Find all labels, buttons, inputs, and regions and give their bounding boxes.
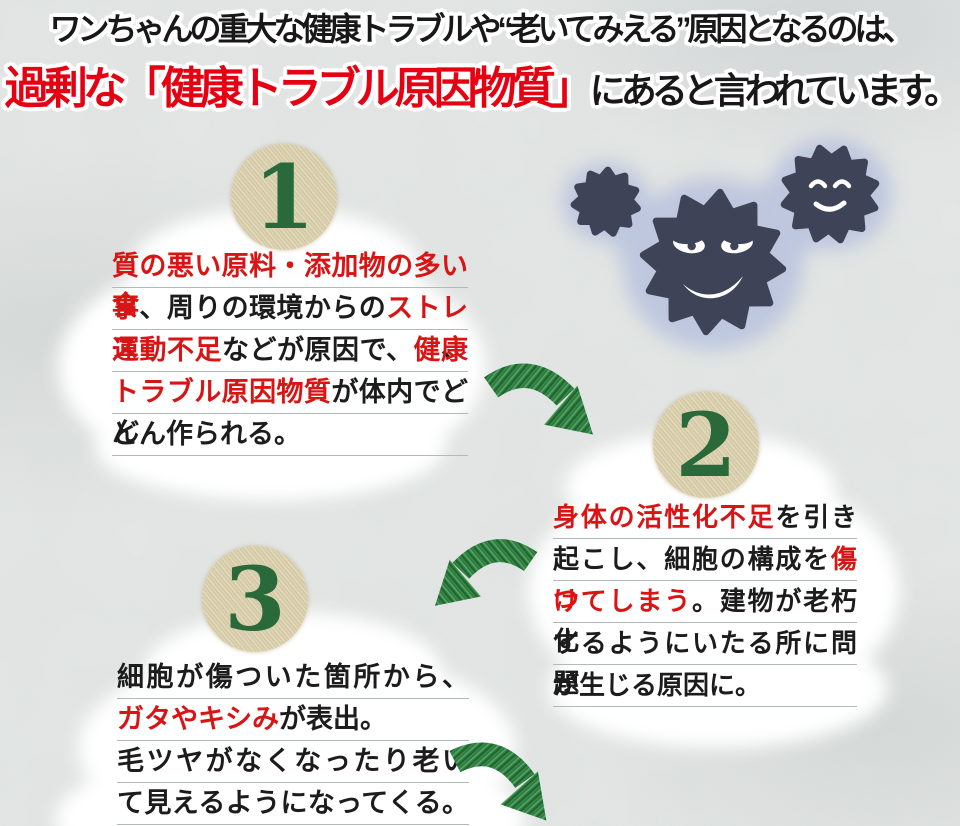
headline: ワンちゃんの重大な健康トラブルや“老いてみえる”原因となるのは、 過剰な「健康ト… [0, 0, 960, 116]
emphasis-text: 事 [112, 293, 140, 323]
body-text: が表出。 [279, 704, 387, 734]
step-text-line: 身体の活性化不足を引き [553, 497, 857, 539]
step-text-line: 運動不足などが原因で、健康 [112, 330, 468, 372]
body-text: が生じる原因に。 [553, 670, 762, 700]
step-text-line: が生じる原因に。 [553, 665, 857, 707]
headline-line2-emphasis: 過剰な「健康トラブル原因物質」 [4, 64, 595, 113]
emphasis-text: けてしまう [553, 586, 692, 616]
curved-arrow-down-right-bottom-icon [449, 742, 547, 821]
step-3-number-badge: 3 [202, 546, 308, 652]
step-1-number: 1 [253, 145, 315, 249]
step-text-line: て見えるようになってくる。 [117, 783, 469, 825]
curved-arrow-down-left-icon [435, 539, 538, 606]
step-text-line: 質の悪い原料・添加物の多い食 [112, 246, 468, 321]
body-text: 、周りの環境からの [139, 293, 387, 323]
headline-line2-rest: にあると言われています。 [589, 70, 960, 111]
step-3-text: 細胞が傷ついた箇所から、ガタやキシみが表出。毛ツヤがなくなったり老いて見えるよう… [117, 657, 469, 825]
germ-characters-illustration [562, 138, 892, 350]
step-text-line: トラブル原因物質が体内でどん [112, 372, 468, 447]
step-text-line: するようにいたる所に問題 [553, 623, 857, 698]
headline-line1: ワンちゃんの重大な健康トラブルや“老いてみえる”原因となるのは、 [49, 11, 914, 47]
step-1-text: 質の悪い原料・添加物の多い食事、周りの環境からのストレス、運動不足などが原因で、… [112, 246, 468, 456]
body-text: を引き [775, 502, 857, 532]
body-text: などが原因で、 [222, 335, 414, 365]
step-text-line: 細胞が傷ついた箇所から、 [117, 657, 469, 699]
step-3-number: 3 [224, 547, 286, 651]
step-2-text: 身体の活性化不足を引き起こし、細胞の構成を傷つけてしまう。建物が老朽化するように… [553, 497, 857, 707]
step-2-number-badge: 2 [653, 392, 759, 498]
emphasis-text: トラブル原因物質 [112, 377, 332, 407]
emphasis-text: 身体の活性化不足 [553, 502, 776, 532]
emphasis-text: 健康 [413, 335, 469, 365]
step-1-number-badge: 1 [231, 144, 337, 250]
step-text-line: けてしまう。建物が老朽化 [553, 581, 857, 656]
emphasis-text: 運動不足 [112, 335, 223, 365]
germ-medium-icon [780, 144, 880, 244]
step-text-line: 事、周りの環境からのストレス、 [112, 288, 468, 363]
step-text-line: どん作られる。 [112, 414, 468, 456]
headline-line2: 過剰な「健康トラブル原因物質」にあると言われています。 [0, 52, 960, 116]
body-text: て見えるようになってくる。 [117, 788, 469, 818]
step-text-line: 毛ツヤがなくなったり老い [117, 741, 469, 783]
curved-arrow-down-right-icon [484, 363, 593, 435]
step-text-line: ガタやキシみが表出。 [117, 699, 469, 741]
body-text: どん作られる。 [112, 419, 301, 449]
step-text-line: 起こし、細胞の構成を傷つ [553, 539, 857, 614]
body-text: 細胞が傷ついた箇所から、 [117, 662, 469, 692]
body-text: 毛ツヤがなくなったり老い [117, 746, 469, 776]
emphasis-text: ガタやキシみ [117, 704, 279, 734]
body-text: 起こし、細胞の構成を [553, 544, 831, 574]
step-2-number: 2 [675, 393, 737, 497]
